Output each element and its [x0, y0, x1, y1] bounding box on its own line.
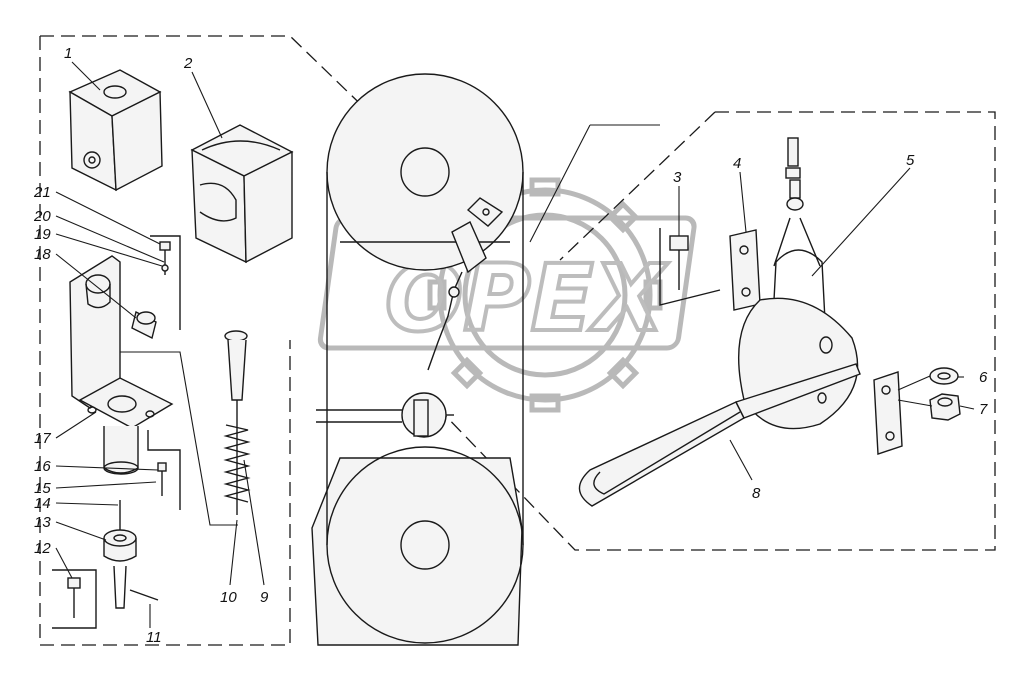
leader-lines: [55, 61, 975, 628]
washer-6: [929, 367, 959, 385]
bolt-12: [52, 569, 97, 629]
callout-13: 13: [34, 514, 51, 531]
cotter-pin-11: [129, 589, 159, 601]
callout-10: 10: [220, 589, 237, 606]
watermark-gear-teeth: [427, 177, 663, 413]
spring-pin: [223, 330, 251, 515]
collar-13: [103, 500, 137, 609]
nut-7: [929, 393, 961, 421]
watermark-gear-inner: [462, 212, 628, 378]
group-border-left: [39, 36, 291, 646]
pin-16: [147, 430, 181, 510]
switch-cover: [190, 124, 294, 264]
callout-7: 7: [979, 401, 988, 418]
plate-6: [873, 371, 903, 455]
callout-17: 17: [34, 430, 51, 447]
cable-ferrule: [448, 286, 460, 298]
upper-drum: [326, 73, 524, 271]
counterweight-8: [578, 297, 861, 507]
bushing-18: [131, 310, 157, 340]
callout-4: 4: [733, 155, 741, 172]
callout-16: 16: [34, 458, 51, 475]
leader-belt: [529, 124, 591, 243]
switch-box: [68, 69, 163, 192]
callout-11: 11: [146, 629, 162, 646]
callout-19: 19: [34, 226, 51, 243]
callout-12: 12: [34, 540, 51, 557]
assembly-link-line: [120, 351, 238, 526]
watermark-frame: [317, 215, 697, 351]
callout-2: 2: [183, 55, 193, 72]
callout-14: 14: [34, 495, 51, 512]
screw-21: [150, 235, 181, 330]
callout-3: 3: [673, 169, 682, 186]
group-border-right-link: [559, 111, 716, 261]
callout-8: 8: [752, 485, 761, 502]
belt: [326, 172, 524, 545]
callout-6: 6: [979, 369, 988, 386]
watermark-gear-outer: [437, 187, 653, 403]
bolt-3: [659, 228, 721, 306]
callout-18: 18: [34, 246, 51, 263]
callout-9: 9: [260, 589, 269, 606]
callout-1: 1: [64, 45, 72, 62]
group-border-right: [439, 111, 996, 551]
plate-4: [729, 229, 761, 311]
callout-5: 5: [906, 152, 915, 169]
bracket-shaft: [103, 426, 139, 475]
leader-plate-hardware: [897, 375, 933, 407]
callout-20: 20: [33, 208, 51, 225]
tension-cable: [427, 271, 463, 371]
lower-drum: [311, 446, 524, 646]
callout-21: 21: [33, 184, 51, 201]
callout-15: 15: [34, 480, 51, 497]
hanger-5: [773, 137, 827, 341]
belt-clamp: [451, 197, 504, 274]
mounting-bracket: [69, 255, 174, 429]
tension-disc: [316, 392, 454, 438]
